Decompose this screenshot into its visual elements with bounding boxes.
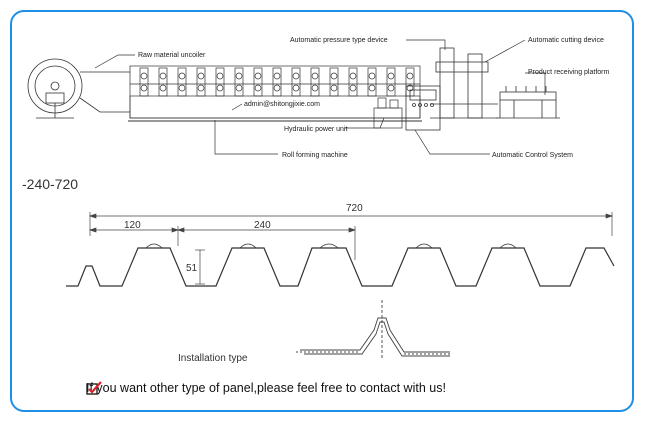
leader-lines [94,39,546,155]
dim-height: 51 [186,263,198,274]
footer-note-text: If you want other type of panel,please f… [86,381,446,395]
dim-total-width: 720 [346,203,363,214]
label-cutting-device: Automatic cutting device [528,37,604,44]
checkbox-check-icon [86,381,102,395]
watermark-email: admin@shitongjixie.com [244,101,320,108]
footer-note: If you want other type of panel,please f… [86,381,446,395]
panel-rib-bumps [145,243,517,249]
dimension-lines [88,212,614,285]
dim-rib-width: 120 [124,220,141,231]
uncoiler-drawing [27,58,130,119]
label-pressure-device: Automatic pressure type device [290,37,388,44]
label-receiving-platform: Product receiving platform [528,69,609,76]
dim-pitch: 240 [254,220,271,231]
roll-forming-machine-drawing [128,65,422,122]
content-frame [10,10,634,412]
cutting-device-drawing [430,47,498,119]
profile-title: -240-720 [22,176,79,192]
installation-type-label: Installation type [178,353,248,364]
receiving-platform-drawing [496,86,560,119]
hydraulic-unit-drawing [373,97,403,129]
installation-type-drawing [296,300,450,360]
panel-profile-outline [66,247,615,287]
label-roll-forming: Roll forming machine [282,152,348,159]
control-system-drawing [405,85,441,131]
label-control-system: Automatic Control System [492,152,573,159]
label-uncoiler: Raw material uncoiler [138,52,206,59]
label-hydraulic-unit: Hydraulic power unit [284,126,347,133]
